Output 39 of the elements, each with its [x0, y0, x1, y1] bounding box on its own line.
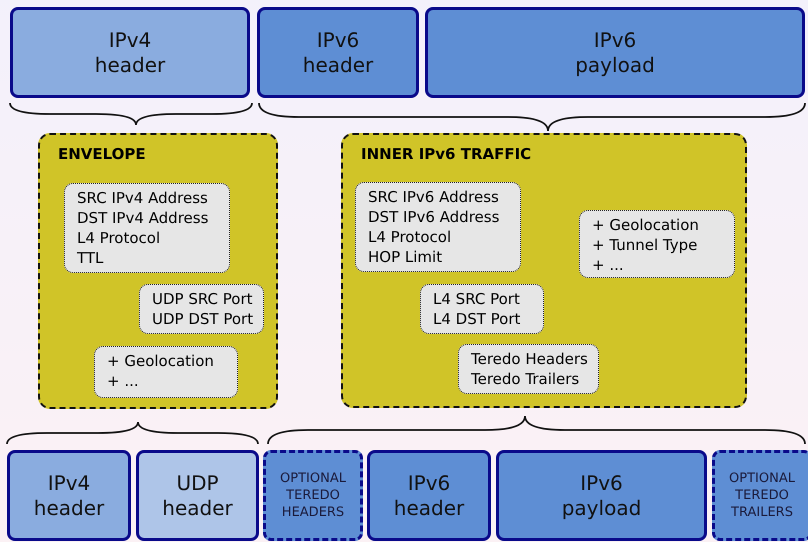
field-name: + Geolocation [107, 351, 215, 371]
field-list-box [579, 210, 735, 278]
header-block: IPv4 header [10, 7, 250, 98]
field-name: L4 Protocol [368, 227, 452, 247]
field-list-box [420, 284, 544, 334]
field-name: Teredo Headers [471, 349, 588, 369]
header-block: IPv6 payload [425, 7, 805, 98]
header-block: IPv6 header [257, 7, 419, 98]
field-name: L4 DST Port [433, 309, 522, 329]
field-name: SRC IPv6 Address [368, 187, 500, 207]
group-title: INNER IPv6 TRAFFIC [361, 145, 532, 163]
field-name: L4 Protocol [77, 228, 162, 248]
field-name: + ... [592, 255, 625, 275]
field-name: + Tunnel Type [592, 235, 698, 255]
field-list-box [355, 182, 521, 272]
field-name: TTL [77, 248, 104, 268]
header-block: IPv6 payload [496, 450, 707, 541]
field-list-box [94, 346, 238, 398]
group-panel [341, 133, 747, 408]
field-name: Teredo Trailers [471, 369, 580, 389]
field-name: SRC IPv4 Address [77, 188, 209, 208]
group-panel [38, 133, 278, 409]
field-name: HOP Limit [368, 247, 444, 267]
field-list-box [64, 183, 230, 273]
field-name: + ... [107, 371, 140, 391]
field-name: UDP SRC Port [152, 289, 253, 309]
field-name: DST IPv4 Address [77, 208, 210, 228]
header-block: IPv6 header [367, 450, 491, 541]
field-name: L4 SRC Port [433, 289, 521, 309]
field-list-box [458, 344, 599, 394]
optional-block: OPTIONAL TEREDO HEADERS [263, 450, 363, 541]
field-name: + Geolocation [592, 215, 700, 235]
field-list-box [139, 284, 264, 334]
header-block: UDP header [136, 450, 259, 541]
group-title: ENVELOPE [58, 145, 146, 163]
optional-block: OPTIONAL TEREDO TRAILERS [712, 450, 808, 541]
field-name: DST IPv6 Address [368, 207, 500, 227]
field-name: UDP DST Port [152, 309, 253, 329]
header-block: IPv4 header [7, 450, 131, 541]
